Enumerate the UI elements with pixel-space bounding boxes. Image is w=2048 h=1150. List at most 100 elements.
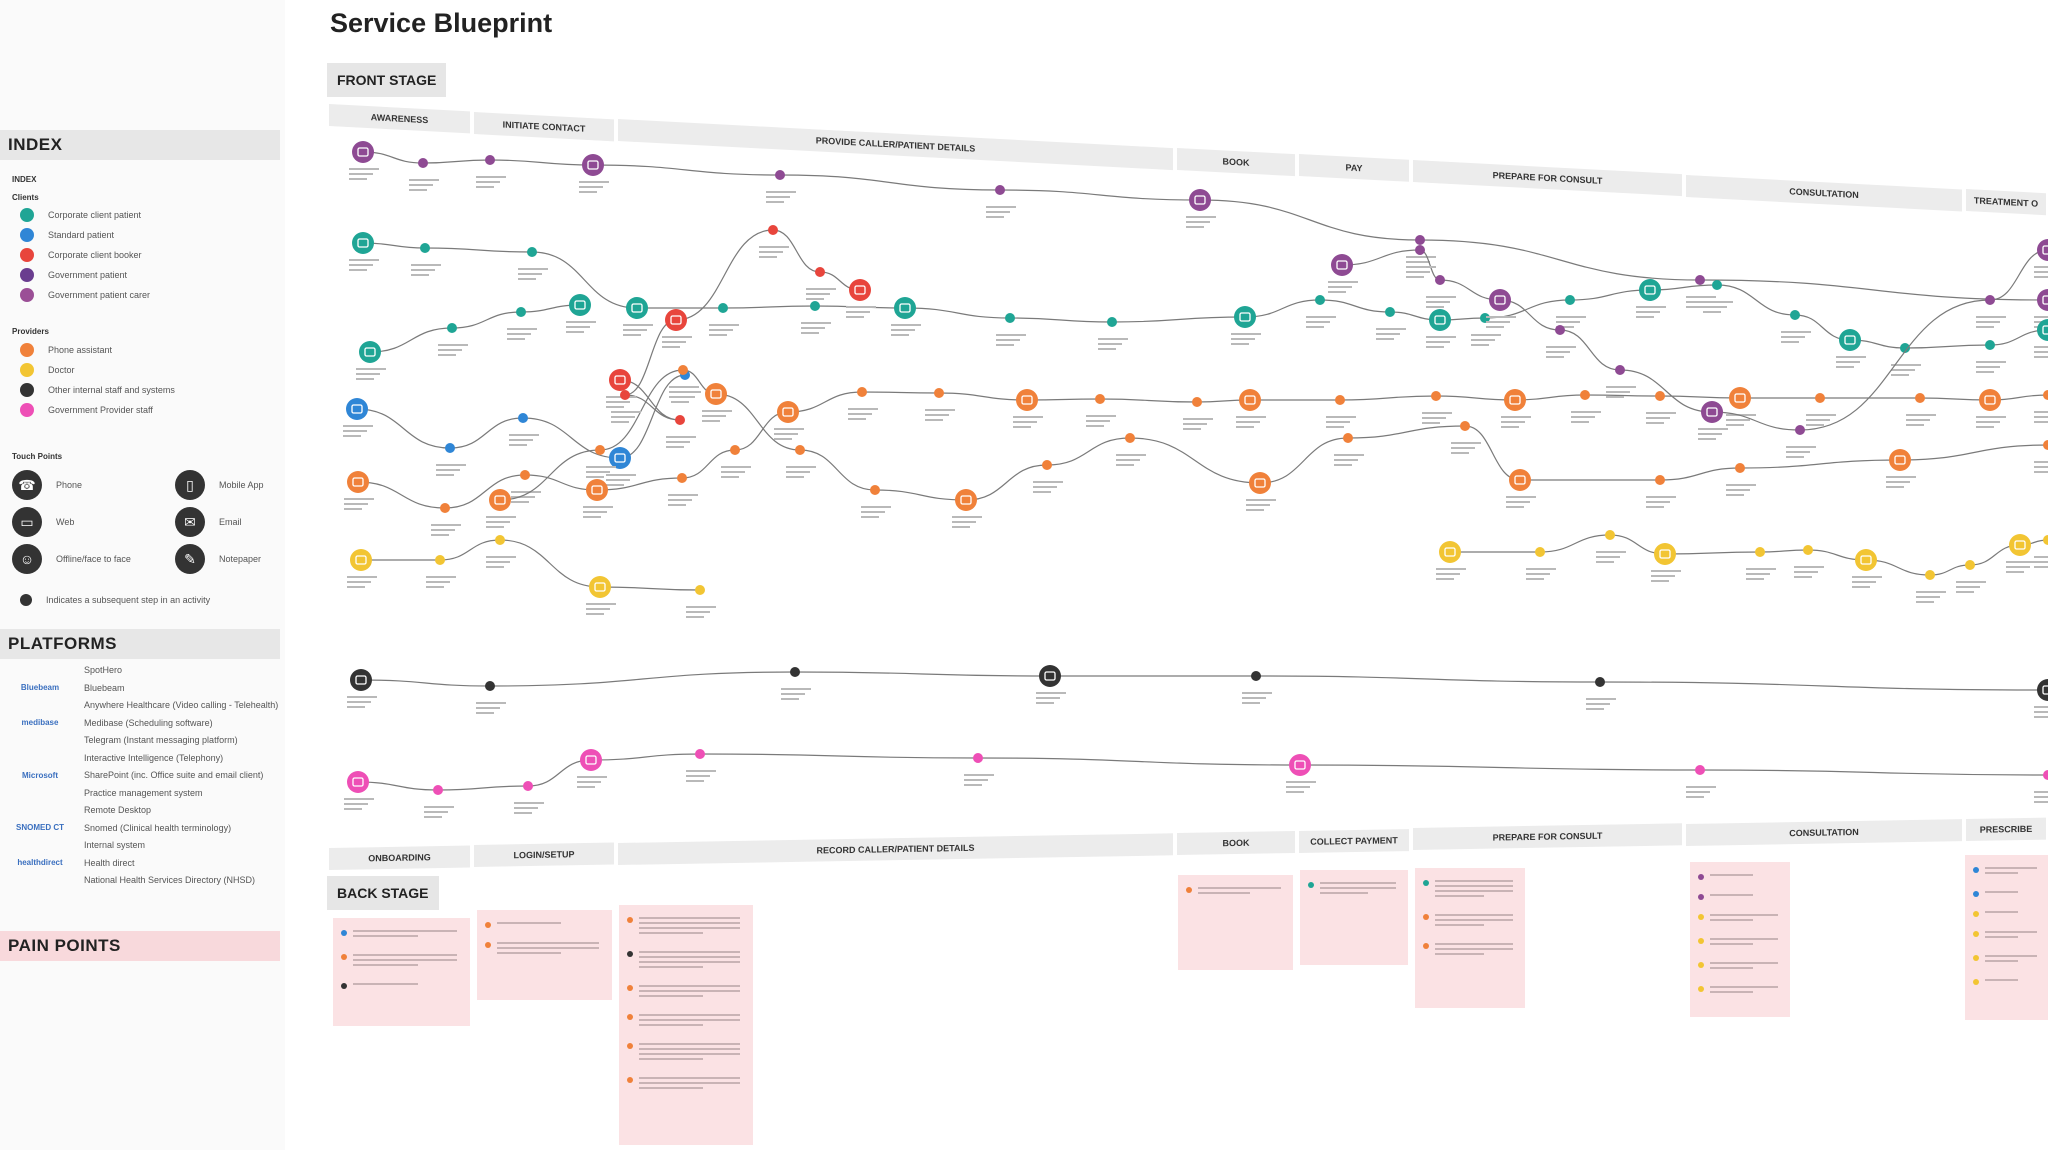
orange-lane-caption-line	[848, 413, 872, 415]
purple-lane-substep-dot	[485, 155, 495, 165]
teal-lane-caption-line	[891, 329, 915, 331]
yellow-right-lane-caption-line	[2006, 561, 2036, 563]
red-lane-substep-dot	[768, 225, 778, 235]
orange-lane-caption-line	[721, 466, 751, 468]
dark-lane-caption-line	[2034, 711, 2048, 713]
orange-lane-caption-line	[1086, 425, 1104, 427]
pain-point-item	[1423, 912, 1517, 929]
yellow-right-lane-substep-dot	[1535, 547, 1545, 557]
orange-sub-lane-caption-line	[2034, 466, 2048, 468]
clients-legend-row: Standard patient	[20, 228, 114, 242]
teal-lane-substep-dot	[420, 243, 430, 253]
pink-lane-caption-line	[514, 802, 544, 804]
purple-lower-lane-touchpoint-icon	[1489, 289, 1511, 311]
dark-lane-touchpoint-icon	[1039, 665, 1061, 687]
platform-label: National Health Services Directory (NHSD…	[84, 875, 256, 885]
clients-color-dot-icon	[20, 228, 34, 242]
teal-lane-substep-dot	[1480, 313, 1490, 323]
substep-dot-icon	[20, 594, 32, 606]
touchpoint-legend-row: ☺Offline/face to face	[12, 544, 131, 574]
red-lane-caption-line	[759, 251, 783, 253]
red-lane-substep-dot	[815, 267, 825, 277]
orange-sub-lane-caption-line	[486, 516, 516, 518]
pain-point-item	[627, 1012, 745, 1029]
yellow-right-lane-caption-line	[1596, 561, 1614, 563]
pain-text-line	[1435, 885, 1513, 887]
platform-label: Practice management system	[84, 787, 203, 798]
purple-lower-lane-caption-line	[1546, 351, 1570, 353]
providers-legend-row: Government Provider staff	[20, 403, 153, 417]
teal-lane-touchpoint-icon	[1639, 279, 1661, 301]
teal-lane-caption-line	[801, 322, 831, 324]
orange-sub-lane-caption-line	[1726, 494, 1744, 496]
blue-lane-caption-line	[509, 439, 533, 441]
orange-lane-caption-line	[1726, 419, 1750, 421]
teal-lane-caption-line	[2034, 351, 2048, 353]
orange-lane-caption-line	[2034, 411, 2048, 413]
orange-lane-caption-line	[1906, 414, 1936, 416]
platform-logo: SNOMED CT	[16, 823, 64, 832]
yellow-right-lane-caption-line	[1526, 578, 1544, 580]
yellow-right-lane-caption-line	[2034, 561, 2048, 563]
purple-lower-lane-caption-line	[1406, 266, 1436, 268]
orange-sub-lane-caption-line	[1886, 481, 1910, 483]
teal-lane-caption-line	[1836, 366, 1854, 368]
touchpoint-label: Offline/face to face	[56, 554, 131, 564]
pain-bullet-icon	[1973, 931, 1979, 937]
pain-text-line	[1710, 967, 1754, 969]
purple-lane-glyph-icon	[2042, 295, 2048, 305]
orange-lane-substep-dot	[520, 470, 530, 480]
blue-lane-caption-line	[606, 484, 624, 486]
yellow-lane-glyph-icon	[594, 582, 606, 592]
orange-lane-glyph-icon	[352, 477, 364, 487]
pain-text-line	[497, 922, 562, 924]
pain-point-item	[341, 928, 462, 940]
orange-sub-lane-caption-line	[1506, 496, 1536, 498]
orange-sub-lane-glyph-icon	[1894, 455, 1906, 465]
orange-lane-caption-line	[1183, 423, 1207, 425]
orange-lane-caption-line	[1571, 416, 1595, 418]
teal-lane-caption-line	[1306, 321, 1330, 323]
teal-lane-caption-line	[1556, 316, 1586, 318]
orange-lane-caption-line	[1976, 416, 2006, 418]
teal-lane-caption-line	[1891, 369, 1915, 371]
teal-lane-caption-line	[1426, 341, 1450, 343]
yellow-right-lane-caption-line	[1956, 581, 1986, 583]
purple-lower-lane-caption-line	[1426, 296, 1456, 298]
clients-legend-label: Standard patient	[48, 230, 115, 240]
teal-lane-touchpoint-icon	[894, 297, 916, 319]
pink-lane-caption-line	[577, 776, 607, 778]
pain-bullet-icon	[485, 942, 491, 948]
blue-lane-caption-line	[606, 479, 630, 481]
purple-lane-caption-line	[1686, 301, 1710, 303]
pain-bullet-icon	[1308, 882, 1314, 888]
teal-lane-caption-line	[996, 344, 1014, 346]
red-lane-caption-line	[759, 246, 789, 248]
pain-text-line	[639, 951, 740, 953]
blue-lane-substep-dot	[445, 443, 455, 453]
yellow-right-lane-caption-line	[1746, 568, 1776, 570]
pain-bullet-icon	[1698, 894, 1704, 900]
teal-lane-substep-dot	[1315, 295, 1325, 305]
purple-lower-lane-caption-line	[1328, 286, 1352, 288]
orange-sub-lane-caption-line	[952, 526, 970, 528]
orange-lane-substep-dot	[1655, 391, 1665, 401]
purple-lane-substep-dot	[995, 185, 1005, 195]
pain-text-line	[1435, 943, 1513, 945]
platform-row: Telegram (Instant messaging platform)	[6, 735, 238, 745]
orange-lane-caption-line	[1236, 426, 1254, 428]
teal-lane-caption-line	[623, 334, 641, 336]
purple-lower-lane-caption-line	[1328, 281, 1358, 283]
orange-sub-lane-caption-line	[1116, 454, 1146, 456]
red-lane-touchpoint-icon	[665, 309, 687, 331]
purple-lower-lane-glyph-icon	[1336, 260, 1348, 270]
purple-lane-caption-line	[766, 201, 784, 203]
notepaper-icon: ✎	[175, 544, 205, 574]
pain-text-line	[639, 1082, 740, 1084]
clients-legend-label: Government patient carer	[48, 290, 151, 300]
pain-text-line	[639, 1077, 740, 1079]
pain-text-line	[639, 1014, 740, 1016]
teal-lane-touchpoint-icon	[352, 232, 374, 254]
yellow-right-lane-caption-line	[1794, 566, 1824, 568]
platform-label: Telegram (Instant messaging platform)	[84, 735, 238, 745]
